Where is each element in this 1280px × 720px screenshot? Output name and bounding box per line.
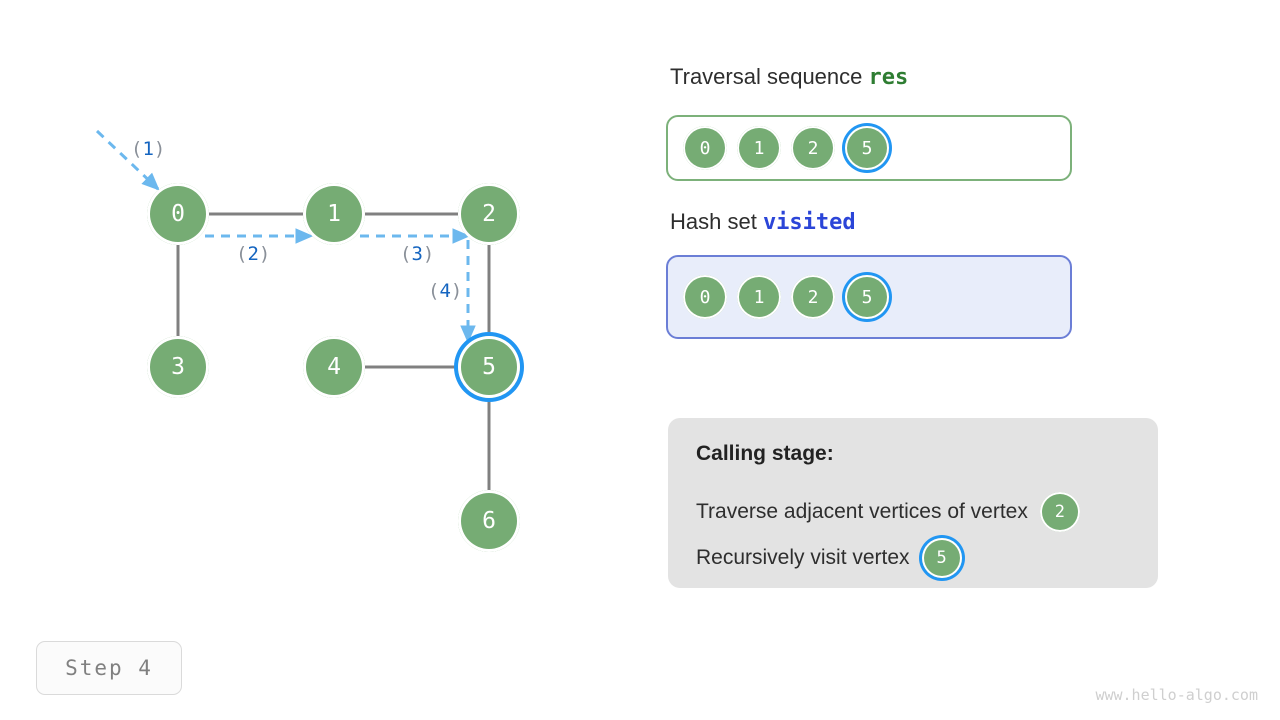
visited-item-2[interactable]: 2 xyxy=(791,275,835,319)
traversal-label-2: (2) xyxy=(236,243,271,265)
graph-panel: 0 1 2 3 4 5 6 (1) (2) (3) (4) xyxy=(95,129,520,552)
res-item-1[interactable]: 1 xyxy=(737,126,781,170)
graph-node-4[interactable]: 4 xyxy=(303,336,365,398)
calling-stage-line-1-badge: 2 xyxy=(1039,492,1080,532)
calling-stage-line-1: Traverse adjacent vertices of vertex 2 xyxy=(696,492,1080,532)
visited-item-0-label: 0 xyxy=(699,286,711,308)
calling-stage-line-2-badge-label: 5 xyxy=(936,548,947,568)
calling-stage-panel: Calling stage: Traverse adjacent vertice… xyxy=(668,418,1158,588)
res-heading-text: Traversal sequence xyxy=(670,64,869,89)
res-item-2[interactable]: 2 xyxy=(791,126,835,170)
traversal-label-4: (4) xyxy=(428,280,463,302)
edge-group xyxy=(176,212,491,490)
right-panel: Traversal sequence res 0 1 2 5 Hash set … xyxy=(660,0,1280,720)
graph-node-1-label: 1 xyxy=(327,201,341,227)
graph-node-1[interactable]: 1 xyxy=(303,183,365,245)
res-heading: Traversal sequence res xyxy=(670,64,908,90)
visited-item-2-label: 2 xyxy=(807,286,819,308)
traversal-label-3-index: 3 xyxy=(411,243,423,265)
visited-item-0[interactable]: 0 xyxy=(683,275,727,319)
traversal-arrow-1 xyxy=(95,129,160,191)
calling-stage-title: Calling stage: xyxy=(696,442,834,465)
traversal-label-1: (1) xyxy=(131,138,166,160)
traversal-label-3: (3) xyxy=(400,243,435,265)
graph-node-4-label: 4 xyxy=(327,354,341,380)
calling-stage-line-2-badge: 5 xyxy=(921,538,962,578)
graph-node-0[interactable]: 0 xyxy=(147,183,209,245)
visited-item-1-label: 1 xyxy=(753,286,765,308)
visited-heading-keyword: visited xyxy=(762,210,856,235)
graph-edges-layer xyxy=(95,129,491,490)
visited-item-1[interactable]: 1 xyxy=(737,275,781,319)
res-item-1-label: 1 xyxy=(753,137,765,159)
res-item-3[interactable]: 5 xyxy=(845,126,889,170)
watermark-text: www.hello-algo.com xyxy=(1095,686,1258,704)
traversal-label-1-index: 1 xyxy=(142,138,154,160)
res-item-2-label: 2 xyxy=(807,137,819,159)
res-item-3-label: 5 xyxy=(861,137,873,159)
step-chip: Step 4 xyxy=(36,641,182,695)
graph-node-3-label: 3 xyxy=(171,354,185,380)
graph-node-0-label: 0 xyxy=(171,201,185,227)
traversal-arrow-group xyxy=(95,129,476,344)
graph-node-2-label: 2 xyxy=(482,201,496,227)
traversal-label-2-index: 2 xyxy=(247,243,259,265)
calling-stage-line-1-text: Traverse adjacent vertices of vertex xyxy=(696,500,1028,523)
calling-stage-line-1-badge-label: 2 xyxy=(1054,502,1065,522)
graph-node-3[interactable]: 3 xyxy=(147,336,209,398)
watermark: www.hello-algo.com xyxy=(1095,686,1258,704)
res-container: 0 1 2 5 xyxy=(666,115,1072,181)
graph-node-2[interactable]: 2 xyxy=(458,183,520,245)
visited-item-3-label: 5 xyxy=(861,286,873,308)
traversal-label-4-index: 4 xyxy=(439,280,451,302)
graph-node-6[interactable]: 6 xyxy=(458,490,520,552)
res-heading-keyword: res xyxy=(868,65,909,90)
calling-stage-line-2-text: Recursively visit vertex xyxy=(696,546,910,569)
res-item-0[interactable]: 0 xyxy=(683,126,727,170)
graph-node-6-label: 6 xyxy=(482,508,496,534)
visited-heading-text: Hash set xyxy=(670,209,763,234)
visited-item-3[interactable]: 5 xyxy=(845,275,889,319)
visited-heading: Hash set visited xyxy=(670,209,856,235)
res-item-0-label: 0 xyxy=(699,137,711,159)
step-chip-label: Step 4 xyxy=(65,656,153,680)
graph-node-5-label: 5 xyxy=(482,354,496,380)
graph-node-5[interactable]: 5 xyxy=(458,336,520,398)
calling-stage-line-2: Recursively visit vertex 5 xyxy=(696,538,962,578)
visited-container: 0 1 2 5 xyxy=(666,255,1072,339)
